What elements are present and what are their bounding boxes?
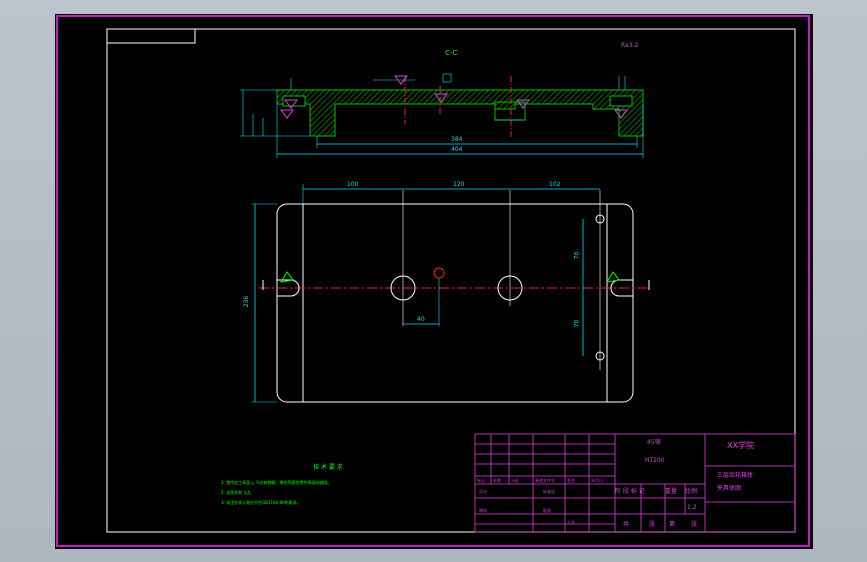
row-label-count: 处数 [493,478,501,483]
surface-finish-note: Ra3.2 [621,42,639,49]
code-box [106,28,196,44]
dim-hole-offset-label: 40 [417,316,425,323]
finish-mark-2 [434,93,448,103]
plan-view [251,184,650,403]
dim-plan-height-label: 236 [243,295,251,308]
drawing-canvas[interactable]: C-C Ra3.2 384 404 100 120 102 236 40 70 … [55,14,813,549]
col-label-approve: 批准 [543,508,551,513]
title-block [474,433,796,533]
person-review: 审核 [479,508,487,513]
tolerance-frame [442,73,452,83]
row-label-doc: 更改文件号 [535,478,555,483]
person-design: 设计 [479,489,487,494]
section-left-pocket [282,95,306,107]
section-view [240,73,644,158]
note-line-2: 2. 去除毛刺飞边。 [221,490,255,495]
stage-label: 阶 段 标 记 [615,488,645,495]
drawing-name-2: 夹具体图 [717,485,742,492]
dim-plan-middle-label: 120 [453,181,465,188]
dim-plan-left-label: 100 [347,181,359,188]
scale-value: 1:2 [687,504,697,511]
weight-label: 重量 [665,488,678,495]
sheet-label-1: 共 [623,521,630,528]
dim-right-upper-label: 70 [573,251,581,260]
row-label-zone: 分区 [511,478,519,483]
finish-mark-6 [280,109,294,119]
section-label: C-C [445,49,458,57]
finish-mark-4 [516,99,530,109]
clamp-mark-right [606,271,620,283]
plan-outline [276,203,634,403]
title-block-outline [474,433,796,533]
row-label-date: 年月日 [591,478,603,483]
section-right-pocket [609,95,633,107]
person-process: 工艺 [567,520,575,525]
sheet-label-2: 张 [649,521,656,528]
note-line-1: 1. 零件加工表面上,不应有划痕、擦伤等损伤零件表面的缺陷。 [221,480,332,485]
finish-mark-3 [284,99,298,109]
drawing-name-1: 三层齿轮箱体 [717,472,754,479]
sheet-label-3: 第 [669,521,676,528]
drawing-frame [106,28,796,533]
hole-small [433,267,445,279]
finish-mark-1 [394,75,408,85]
col-label-standard: 标准化 [543,489,555,494]
section-body [276,89,644,137]
clamp-mark-left [280,271,294,283]
notes-heading: 技 术 要 求 [313,464,343,471]
material-sub: HT200 [645,457,665,464]
finish-mark-5 [614,109,628,119]
school-name: XX学院 [727,441,754,450]
note-line-3: 3. 未注形状公差应符合GB1184-80的要求。 [221,500,301,505]
cad-drawing [56,15,810,547]
scale-label: 比例 [685,488,698,495]
material-code: 45钢 [647,439,661,446]
row-label-sign: 签名 [567,478,575,483]
dim-384-label: 384 [451,136,463,143]
sheet-label-4: 张 [691,521,698,528]
row-label-mark: 标记 [477,478,485,483]
dim-404-label: 404 [451,146,463,153]
dim-plan-right-label: 102 [549,181,561,188]
sheet-outer-border [56,15,810,547]
dim-right-lower-label: 70 [573,319,581,328]
